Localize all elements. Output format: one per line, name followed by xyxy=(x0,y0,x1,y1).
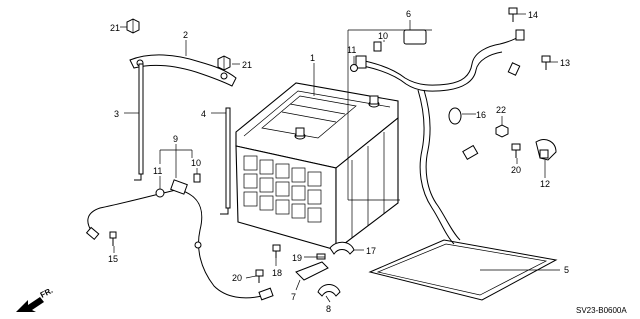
callout-15: 15 xyxy=(108,254,118,264)
callout-10-right: 10 xyxy=(378,31,388,41)
bolt-13 xyxy=(541,55,551,70)
clip-18 xyxy=(272,244,281,258)
flange-nut-upper xyxy=(126,18,140,34)
negative-cable xyxy=(85,179,274,301)
hold-down-rod-left xyxy=(134,63,144,181)
callout-6: 6 xyxy=(406,9,411,19)
front-arrow-icon xyxy=(16,297,44,312)
bolt-10-right xyxy=(373,41,382,52)
hold-down-rod-right xyxy=(220,107,231,215)
front-direction-indicator: FR. xyxy=(16,286,54,312)
callout-19: 19 xyxy=(292,253,302,263)
battery-tray xyxy=(368,239,558,301)
flange-nut-right xyxy=(217,55,231,71)
bolt-10-left xyxy=(193,173,201,183)
callout-22: 22 xyxy=(496,105,506,115)
bolt-20-left xyxy=(255,269,264,283)
callout-20-right: 20 xyxy=(511,165,521,175)
cable-clamp-12 xyxy=(535,139,557,161)
callout-13: 13 xyxy=(560,58,570,68)
callout-18: 18 xyxy=(272,268,282,278)
cable-clamp-17 xyxy=(329,241,355,255)
callout-21-upper: 21 xyxy=(110,23,120,33)
callout-12: 12 xyxy=(540,179,550,189)
callout-16: 16 xyxy=(476,110,486,120)
callout-20-left: 20 xyxy=(232,273,242,283)
clip-19 xyxy=(316,253,326,260)
battery xyxy=(235,82,399,252)
callout-4: 4 xyxy=(201,109,206,119)
callout-2: 2 xyxy=(183,30,188,40)
callout-7: 7 xyxy=(291,292,296,302)
cable-clamp-8 xyxy=(317,284,341,297)
nut-11-right xyxy=(350,64,358,72)
bolt-20-right xyxy=(511,143,521,158)
callout-8: 8 xyxy=(326,304,331,314)
callout-9: 9 xyxy=(173,134,178,144)
positive-cable xyxy=(355,29,525,245)
diagram-code: SV23-B0600A xyxy=(576,306,627,315)
nut-11-left xyxy=(155,188,165,198)
leader-lines xyxy=(113,13,560,303)
callout-3: 3 xyxy=(114,109,119,119)
callout-11-left: 11 xyxy=(153,166,162,176)
nut-22 xyxy=(495,124,509,138)
cable-holder-7 xyxy=(295,261,329,281)
front-direction-label: FR. xyxy=(39,286,55,300)
callout-11-right: 11 xyxy=(347,45,356,55)
callout-5: 5 xyxy=(564,265,569,275)
callout-1: 1 xyxy=(310,53,315,63)
bolt-14 xyxy=(508,7,518,22)
callout-21-right: 21 xyxy=(242,60,252,70)
callout-17: 17 xyxy=(366,246,376,256)
bolt-15 xyxy=(109,231,117,246)
callout-14: 14 xyxy=(528,10,538,20)
callout-10-left: 10 xyxy=(191,158,201,168)
